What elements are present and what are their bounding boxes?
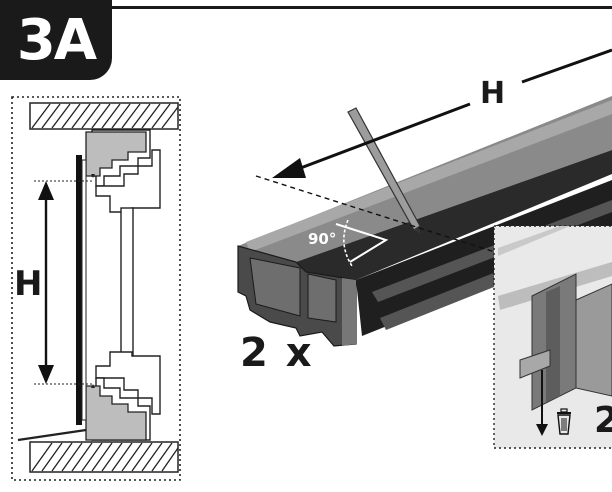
bottom-wall-hatch xyxy=(29,441,179,473)
rail-quantity-label: 2 x xyxy=(240,330,314,376)
top-wall-hatch xyxy=(29,102,179,130)
bottom-grey-profile xyxy=(85,385,147,441)
left-height-label: H xyxy=(14,264,43,304)
top-grey-profile xyxy=(85,131,147,177)
step-badge: 3A xyxy=(0,0,112,80)
trash-bin-icon xyxy=(557,408,571,435)
step-label: 3A xyxy=(16,7,97,73)
angle-label: 90° xyxy=(308,230,337,248)
top-divider xyxy=(110,6,612,9)
offcut-quantity-label: 2 xyxy=(594,400,612,441)
rail-length-label: H xyxy=(480,76,506,111)
